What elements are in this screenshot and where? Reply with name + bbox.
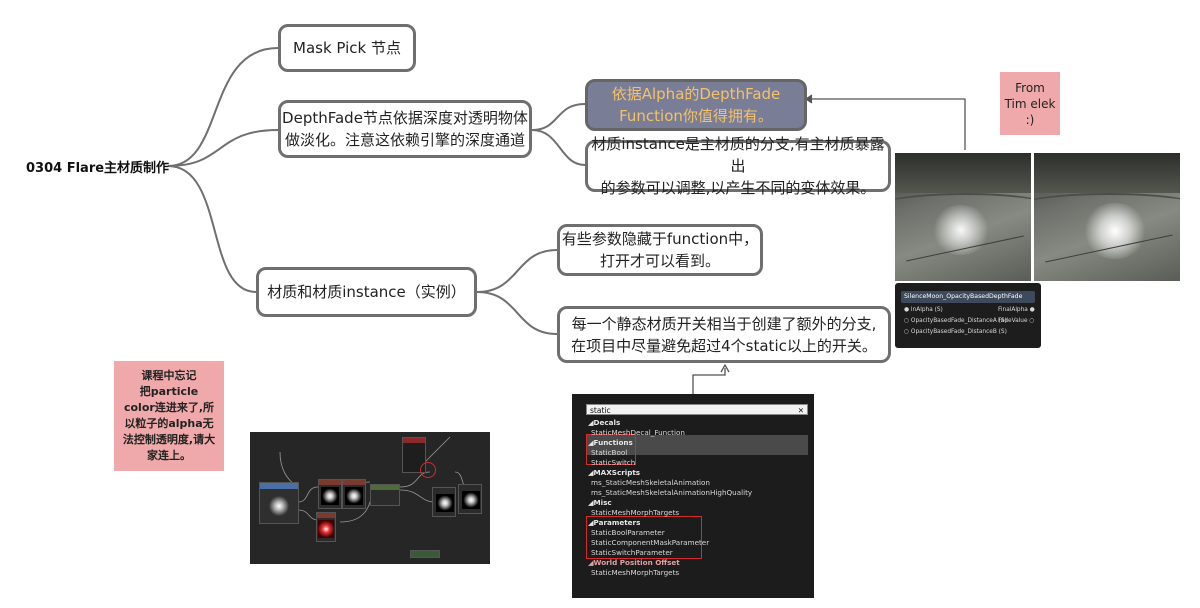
palette-item[interactable]: StaticBool xyxy=(591,448,628,457)
palette-category[interactable]: ◢World Position Offset xyxy=(588,558,680,567)
node-function-line1: 依据Alpha的DepthFade xyxy=(611,85,781,103)
palette-item[interactable]: StaticBoolParameter xyxy=(591,528,665,537)
graph-node-color xyxy=(316,512,336,542)
node-depthfade-line2: 做淡化。注意这依赖引擎的深度通道 xyxy=(284,131,525,149)
depthfade-input-distance-b[interactable]: ○ OpacityBasedFade_DistanceB (S) xyxy=(904,329,1007,335)
graph-node-lerp xyxy=(370,484,400,506)
sticky-particle-line2: 把particle xyxy=(139,385,199,398)
palette-item[interactable]: StaticSwitchParameter xyxy=(591,548,673,557)
palette-item[interactable]: StaticSwitch xyxy=(591,458,636,467)
node-material-instance[interactable]: 材质和材质instance（实例） xyxy=(256,267,477,317)
palette-item[interactable]: StaticMeshDecal_Function xyxy=(591,428,685,437)
node-depthfade-line1: DepthFade节点依据深度对透明物体 xyxy=(282,109,528,127)
node-static-switch-line1: 每一个静态材质开关相当于创建了额外的分支, xyxy=(571,314,877,333)
graph-node-particle-color xyxy=(402,437,426,473)
graph-node-param xyxy=(410,550,440,558)
sticky-particle-line3: color连进来了,所 xyxy=(123,401,214,414)
graph-node-texture xyxy=(259,482,299,524)
node-hidden-params-line2: 打开才可以看到。 xyxy=(599,252,720,270)
depthfade-input-alpha[interactable]: ● InAlpha (S) xyxy=(904,307,943,313)
node-function-line2: Function你值得拥有。 xyxy=(619,107,773,125)
sticky-particle-line6: 家连上。 xyxy=(147,449,191,462)
palette-category[interactable]: ◢Functions xyxy=(588,438,633,447)
node-instance-desc-line1: 材质instance是主材质的分支,有主材质暴露出 xyxy=(591,135,885,175)
search-input-value: static xyxy=(590,406,611,415)
depthfade-input-alpha-label: InAlpha (S) xyxy=(910,307,943,313)
palette-category[interactable]: ◢Parameters xyxy=(588,518,641,527)
sticky-particle-line4: 以粒子的alpha无 xyxy=(124,417,214,430)
node-hidden-params[interactable]: 有些参数隐藏于function中， 打开才可以看到。 xyxy=(557,224,763,276)
palette-item[interactable]: StaticMeshMorphTargets xyxy=(591,508,680,517)
depthfade-output-fade[interactable]: FadeValue ○ xyxy=(998,318,1035,324)
render-preview-right xyxy=(1034,153,1180,281)
palette-category[interactable]: ◢Decals xyxy=(588,418,621,427)
sticky-from-line2: Tim elek xyxy=(1004,96,1056,111)
node-depthfade-function[interactable]: 依据Alpha的DepthFade Function你值得拥有。 xyxy=(585,79,807,131)
palette-item[interactable]: StaticMeshMorphTargets xyxy=(591,568,680,577)
depthfade-input-distance-a-label: OpacityBasedFade_DistanceA (S) xyxy=(910,318,1007,324)
depthfade-output-final-label: FinalAlpha xyxy=(998,307,1028,313)
palette-item[interactable]: ms_StaticMeshSkeletalAnimation xyxy=(591,478,710,487)
node-mask-pick[interactable]: Mask Pick 节点 xyxy=(278,24,416,72)
depthfade-output-final[interactable]: FinalAlpha ● xyxy=(998,307,1035,313)
sticky-particle-line5: 法控制透明度,请大 xyxy=(122,433,216,446)
material-graph-screenshot xyxy=(250,432,490,564)
highlight-box-parameters xyxy=(586,516,702,559)
depthfade-input-distance-a[interactable]: ○ OpacityBasedFade_DistanceA (S) xyxy=(904,318,1007,324)
node-mask-pick-label: Mask Pick 节点 xyxy=(293,39,401,57)
selection-highlight xyxy=(586,435,808,455)
sticky-note-from: From Tim elek :) xyxy=(1000,72,1060,135)
node-instance-desc-line2: 的参数可以调整,以产生不同的变体效果。 xyxy=(600,179,876,197)
node-hidden-params-line1: 有些参数隐藏于function中， xyxy=(561,230,759,248)
depthfade-output-fade-label: FadeValue xyxy=(998,318,1028,324)
graph-node-output-a xyxy=(432,487,456,517)
depthfade-node-title: SilenceMoon_OpacityBasedDepthFade xyxy=(904,293,1023,300)
palette-category[interactable]: ◢Misc xyxy=(588,498,612,507)
search-input[interactable]: static ✕ xyxy=(586,404,808,415)
highlight-box-functions xyxy=(586,434,636,465)
render-preview-left xyxy=(895,153,1031,281)
node-static-switch[interactable]: 每一个静态材质开关相当于创建了额外的分支, 在项目中尽量避免超过4个static… xyxy=(557,306,891,363)
sticky-from-line3: :) xyxy=(1025,112,1035,127)
graph-node-mult-a xyxy=(318,479,342,509)
palette-category[interactable]: ◢MAXScripts xyxy=(588,468,641,477)
close-icon[interactable]: ✕ xyxy=(797,406,804,415)
graph-node-output-b xyxy=(458,484,482,514)
depthfade-function-node: SilenceMoon_OpacityBasedDepthFade ● InAl… xyxy=(895,283,1041,348)
node-material-instance-label: 材质和材质instance（实例） xyxy=(267,283,466,301)
palette-item[interactable]: StaticComponentMaskParameter xyxy=(591,538,710,547)
palette-item[interactable]: ms_StaticMeshSkeletalAnimationHighQualit… xyxy=(591,488,753,497)
sticky-from-line1: From xyxy=(1015,80,1045,95)
highlight-circle xyxy=(420,462,436,478)
sticky-particle-line1: 课程中忘记 xyxy=(141,369,197,382)
graph-node-mult-b xyxy=(342,479,366,509)
root-topic: 0304 Flare主材质制作 xyxy=(26,161,170,176)
depthfade-input-distance-b-label: OpacityBasedFade_DistanceB (S) xyxy=(910,329,1007,335)
node-depthfade[interactable]: DepthFade节点依据深度对透明物体 做淡化。注意这依赖引擎的深度通道 xyxy=(278,100,532,158)
depthfade-node-header xyxy=(901,291,1035,303)
node-instance-description[interactable]: 材质instance是主材质的分支,有主材质暴露出 的参数可以调整,以产生不同的… xyxy=(585,135,891,197)
sticky-note-particle: 课程中忘记 把particle color连进来了,所 以粒子的alpha无 法… xyxy=(114,361,224,471)
node-static-switch-line2: 在项目中尽量避免超过4个static以上的开关。 xyxy=(571,336,877,355)
